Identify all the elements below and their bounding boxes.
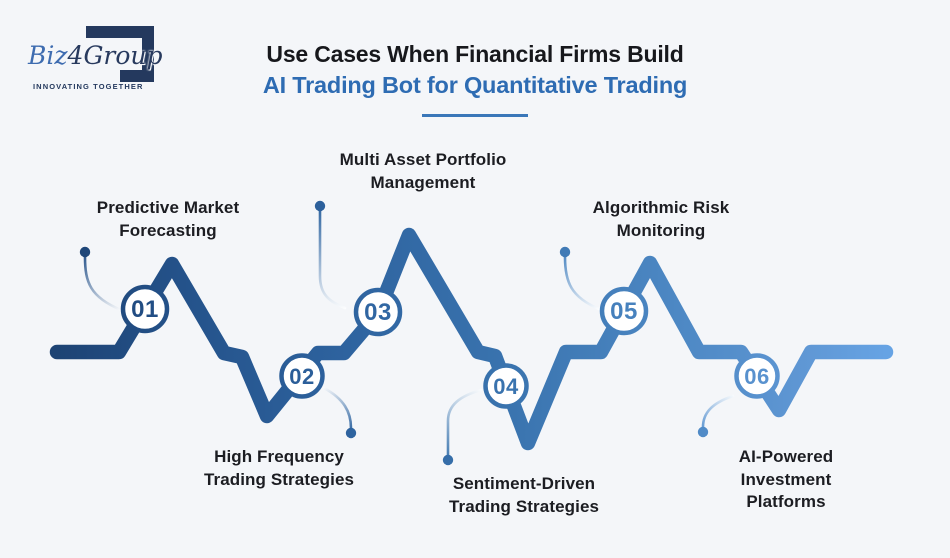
use-case-6-label: AI-Powered Investment Platforms — [738, 447, 834, 511]
connector-dot-3 — [314, 200, 326, 212]
brand-tagline: INNOVATING TOGETHER — [33, 82, 144, 91]
step-number-03: 03 — [364, 299, 392, 326]
use-case-4-label: Sentiment-Driven Trading Strategies — [448, 474, 600, 516]
step-circle-03: 03 — [353, 287, 403, 337]
brand-wordmark-digit: 4 — [67, 41, 84, 70]
step-circle-01-ring — [120, 284, 170, 334]
step-circle-03-ring — [353, 287, 403, 337]
step-circle-02-ring — [279, 353, 325, 399]
logo-bracket-icon — [86, 26, 154, 82]
brand-wordmark: Biz4Group — [28, 42, 163, 70]
use-case-5-label: Algorithmic Risk Monitoring — [592, 198, 730, 240]
connector-dot-1 — [79, 246, 91, 258]
page-title: Use Cases When Financial Firms Build AI … — [0, 40, 950, 117]
connector-line-5 — [563, 255, 601, 311]
connector-line-3 — [318, 209, 347, 310]
connector-line-6 — [701, 394, 735, 429]
step-circle-04: 04 — [483, 363, 529, 409]
connector-dot-6 — [697, 426, 709, 438]
use-case-1-label: Predictive Market Forecasting — [96, 198, 240, 240]
title-line-2: AI Trading Bot for Quantitative Trading — [262, 72, 688, 98]
step-circle-04-ring — [483, 363, 529, 409]
brand-wordmark-group: Group — [83, 41, 163, 70]
connector-line-4 — [446, 388, 483, 457]
brand-wordmark-biz: Biz — [28, 41, 68, 70]
step-number-02: 02 — [289, 364, 314, 389]
step-circle-02: 02 — [279, 353, 325, 399]
step-number-01: 01 — [131, 296, 159, 323]
step-circle-05-ring — [599, 286, 649, 336]
connector-line-2 — [322, 386, 353, 430]
step-number-04: 04 — [493, 374, 519, 399]
title-line-1: Use Cases When Financial Firms Build — [266, 41, 684, 67]
use-case-2-label: High Frequency Trading Strategies — [203, 447, 355, 489]
connector-dot-4 — [442, 454, 454, 466]
use-case-3-label: Multi Asset Portfolio Management — [339, 150, 507, 192]
step-number-05: 05 — [610, 298, 638, 325]
step-circle-01: 01 — [120, 284, 170, 334]
step-number-06: 06 — [744, 364, 769, 389]
connector-line-1 — [83, 255, 123, 312]
title-underline — [422, 114, 528, 117]
step-circle-05: 05 — [599, 286, 649, 336]
brand-logo: Biz4Group INNOVATING TOGETHER — [28, 18, 198, 102]
pulse-line — [49, 227, 894, 451]
connector-dot-5 — [559, 246, 571, 258]
step-circle-06: 06 — [734, 353, 780, 399]
step-circle-06-ring — [734, 353, 780, 399]
connector-dot-2 — [345, 427, 357, 439]
